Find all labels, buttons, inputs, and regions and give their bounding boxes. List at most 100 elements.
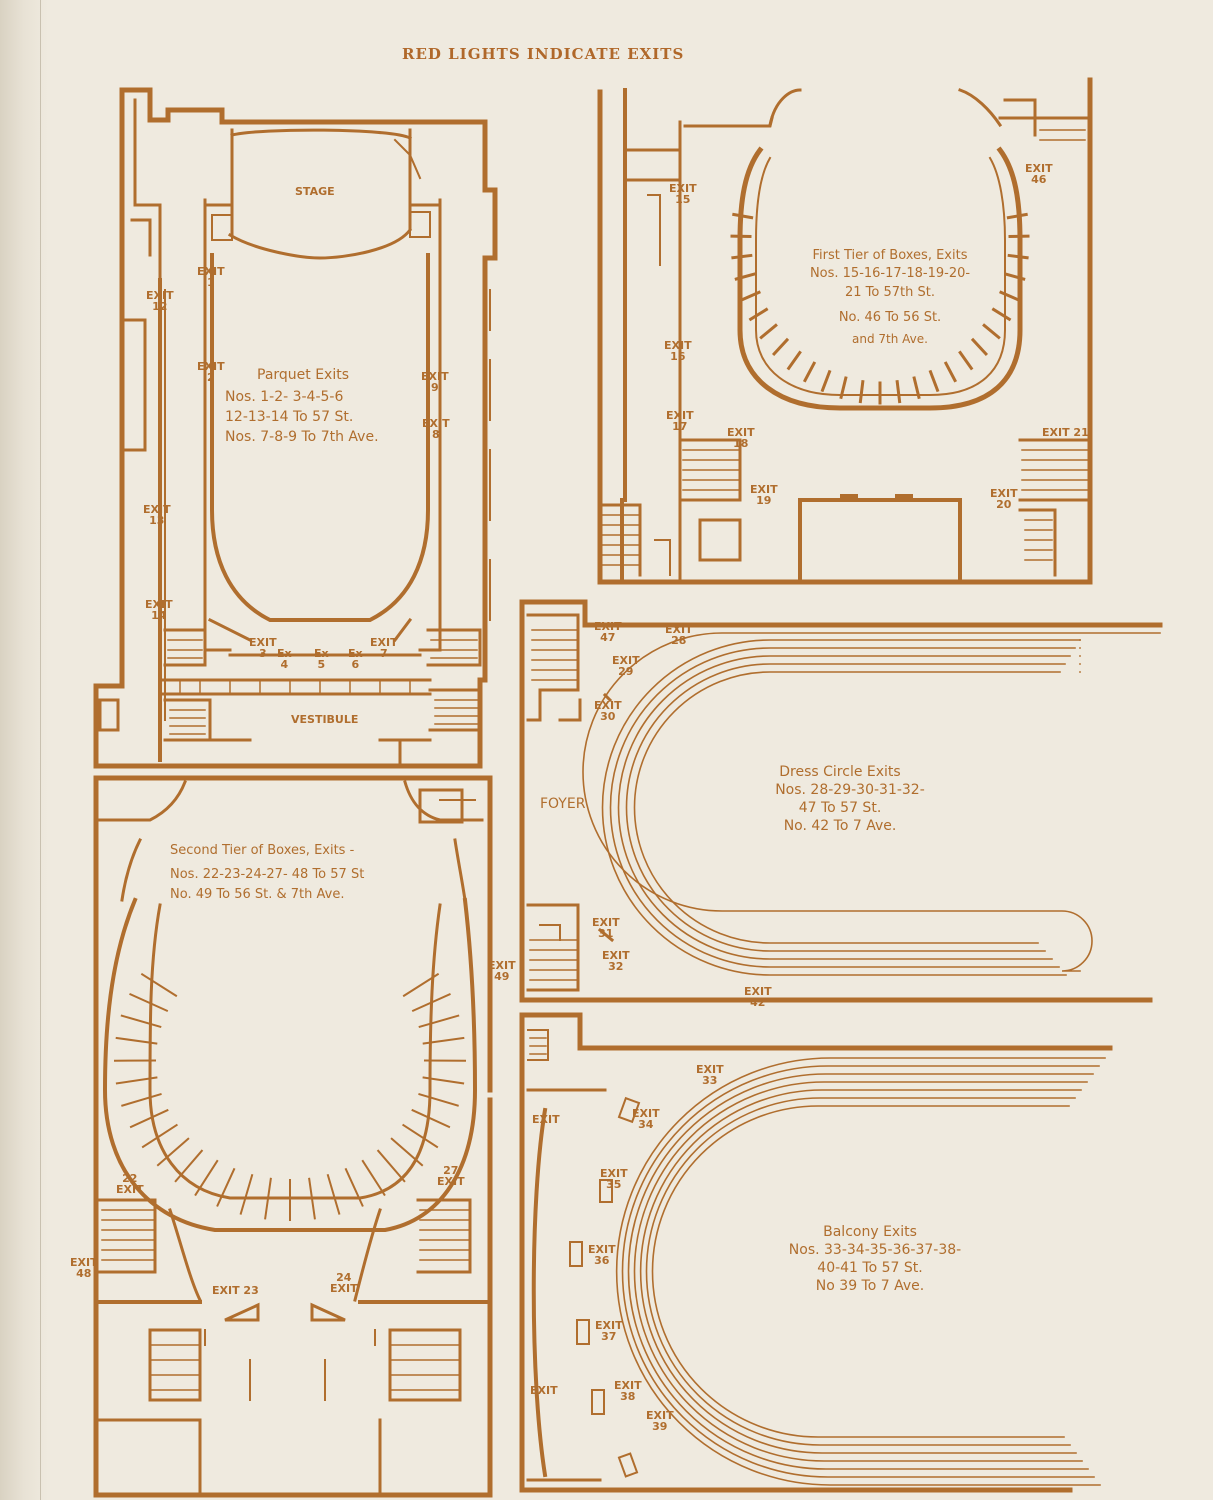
vestibule-label: VESTIBULE — [291, 713, 359, 726]
exit-1-number: 1 — [206, 276, 215, 289]
second-tier-box-divider — [140, 972, 178, 998]
exit-49-word: EXIT — [488, 959, 516, 972]
balcony-row — [621, 1065, 1100, 1478]
exit-37-number: 37 — [601, 1330, 617, 1343]
second-tier-box-divider — [411, 1108, 451, 1129]
first-tier-line-2: Nos. 15-16-17-18-19-20- — [809, 266, 971, 281]
exit-12-word: EXIT — [146, 289, 174, 302]
exit-42-word: EXIT — [744, 985, 772, 998]
exit-33-number: 33 — [702, 1074, 718, 1087]
first-tier-box-divider — [970, 337, 989, 357]
exit-38-number: 38 — [620, 1390, 636, 1403]
exit-27-number: 27 — [443, 1164, 459, 1177]
exit-34-number: 34 — [638, 1118, 654, 1131]
exit-18-number: 18 — [733, 437, 749, 450]
exit-6-word: Ex — [348, 647, 363, 660]
first-tier-box-divider — [734, 272, 756, 281]
second-tier-box-divider — [216, 1167, 236, 1207]
exit-46-word: EXIT — [1025, 162, 1053, 175]
exit-19-number: 19 — [756, 494, 772, 507]
dress-circle-line-2: Nos. 28-29-30-31-32- — [775, 782, 925, 798]
first-tier-box-divider — [771, 337, 790, 357]
exit-9-number: 9 — [430, 381, 439, 394]
exit-49-number: 49 — [494, 970, 510, 983]
binding-fold — [40, 0, 41, 1500]
second-tier-box-divider — [402, 1123, 439, 1149]
balcony-rows — [615, 1057, 1106, 1486]
balcony-line-2: Nos. 33-34-35-36-37-38- — [788, 1242, 962, 1258]
exit-15-word: EXIT — [669, 182, 697, 195]
first-tier-line-4: No. 46 To 56 St. — [838, 310, 942, 325]
exit-22-word: EXIT — [116, 1183, 144, 1196]
first-tier-box-divider — [912, 376, 921, 400]
second-tier-box-divider — [308, 1177, 316, 1220]
balcony-row — [633, 1081, 1088, 1462]
exit-14-number: 14 — [151, 609, 167, 622]
second-tier-box-divider — [390, 1137, 424, 1167]
second-tier-box-divider — [156, 1137, 190, 1167]
second-tier-plan — [93, 775, 493, 1498]
exit-28-number: 28 — [671, 634, 687, 647]
exit-20-number: 20 — [996, 498, 1012, 511]
second-tier-box-divider — [264, 1177, 272, 1220]
exit-12-number: 12 — [152, 300, 168, 313]
exit-36-word: EXIT — [588, 1243, 616, 1256]
balcony-line-1: Balcony Exits — [823, 1224, 917, 1240]
exit-47-word: EXIT — [594, 620, 622, 633]
first-tier-line-3: 21 To 57th St. — [845, 285, 935, 300]
dress-circle-line-3: 47 To 57 St. — [798, 800, 882, 816]
exit-35-word: EXIT — [600, 1167, 628, 1180]
exit-8-word: EXIT — [422, 417, 450, 430]
second-tier-box-divider — [129, 992, 169, 1013]
exit-6-number: 6 — [351, 658, 360, 671]
foyer-label: FOYER — [540, 796, 586, 812]
second-tier-box-divider — [361, 1159, 386, 1197]
first-tier-plan — [597, 77, 1093, 585]
balcony-line-4: No 39 To 7 Ave. — [815, 1278, 925, 1294]
balcony-exit-lower-word: EXIT — [530, 1384, 558, 1397]
parquet-title: Parquet Exits — [257, 367, 350, 383]
second-tier-box-divider — [194, 1159, 219, 1197]
page-header: RED LIGHTS INDICATE EXITS — [402, 45, 685, 63]
second-tier-line-1: Second Tier of Boxes, Exits - — [170, 843, 355, 858]
exit-47-number: 47 — [600, 631, 616, 644]
balcony-row — [651, 1105, 1070, 1438]
exit-3-number: 3 — [258, 647, 267, 660]
exit-21-word: EXIT 21 — [1042, 426, 1089, 439]
parquet-line-2: 12-13-14 To 57 St. — [225, 409, 354, 425]
first-tier-box-divider — [1007, 253, 1029, 260]
first-tier-box-divider — [895, 380, 902, 404]
dress-circle-row — [609, 647, 1076, 968]
first-tier-box-divider — [991, 307, 1012, 322]
exit-30-number: 30 — [600, 710, 616, 723]
dress-circle-line-4: No. 42 To 7 Ave. — [783, 818, 897, 834]
exit-42-number: 42 — [750, 996, 766, 1009]
dress-circle-rows — [601, 639, 1081, 976]
second-tier-box-divider — [115, 1036, 158, 1045]
parquet-line-3: Nos. 7-8-9 To 7th Ave. — [225, 429, 379, 445]
first-tier-box-ticks — [730, 212, 1030, 405]
exit-23-word: EXIT 23 — [212, 1284, 259, 1297]
first-tier-box-divider — [1004, 272, 1026, 281]
second-tier-line-3: No. 49 To 56 St. & 7th Ave. — [170, 887, 345, 902]
first-tier-box-divider — [999, 290, 1020, 302]
